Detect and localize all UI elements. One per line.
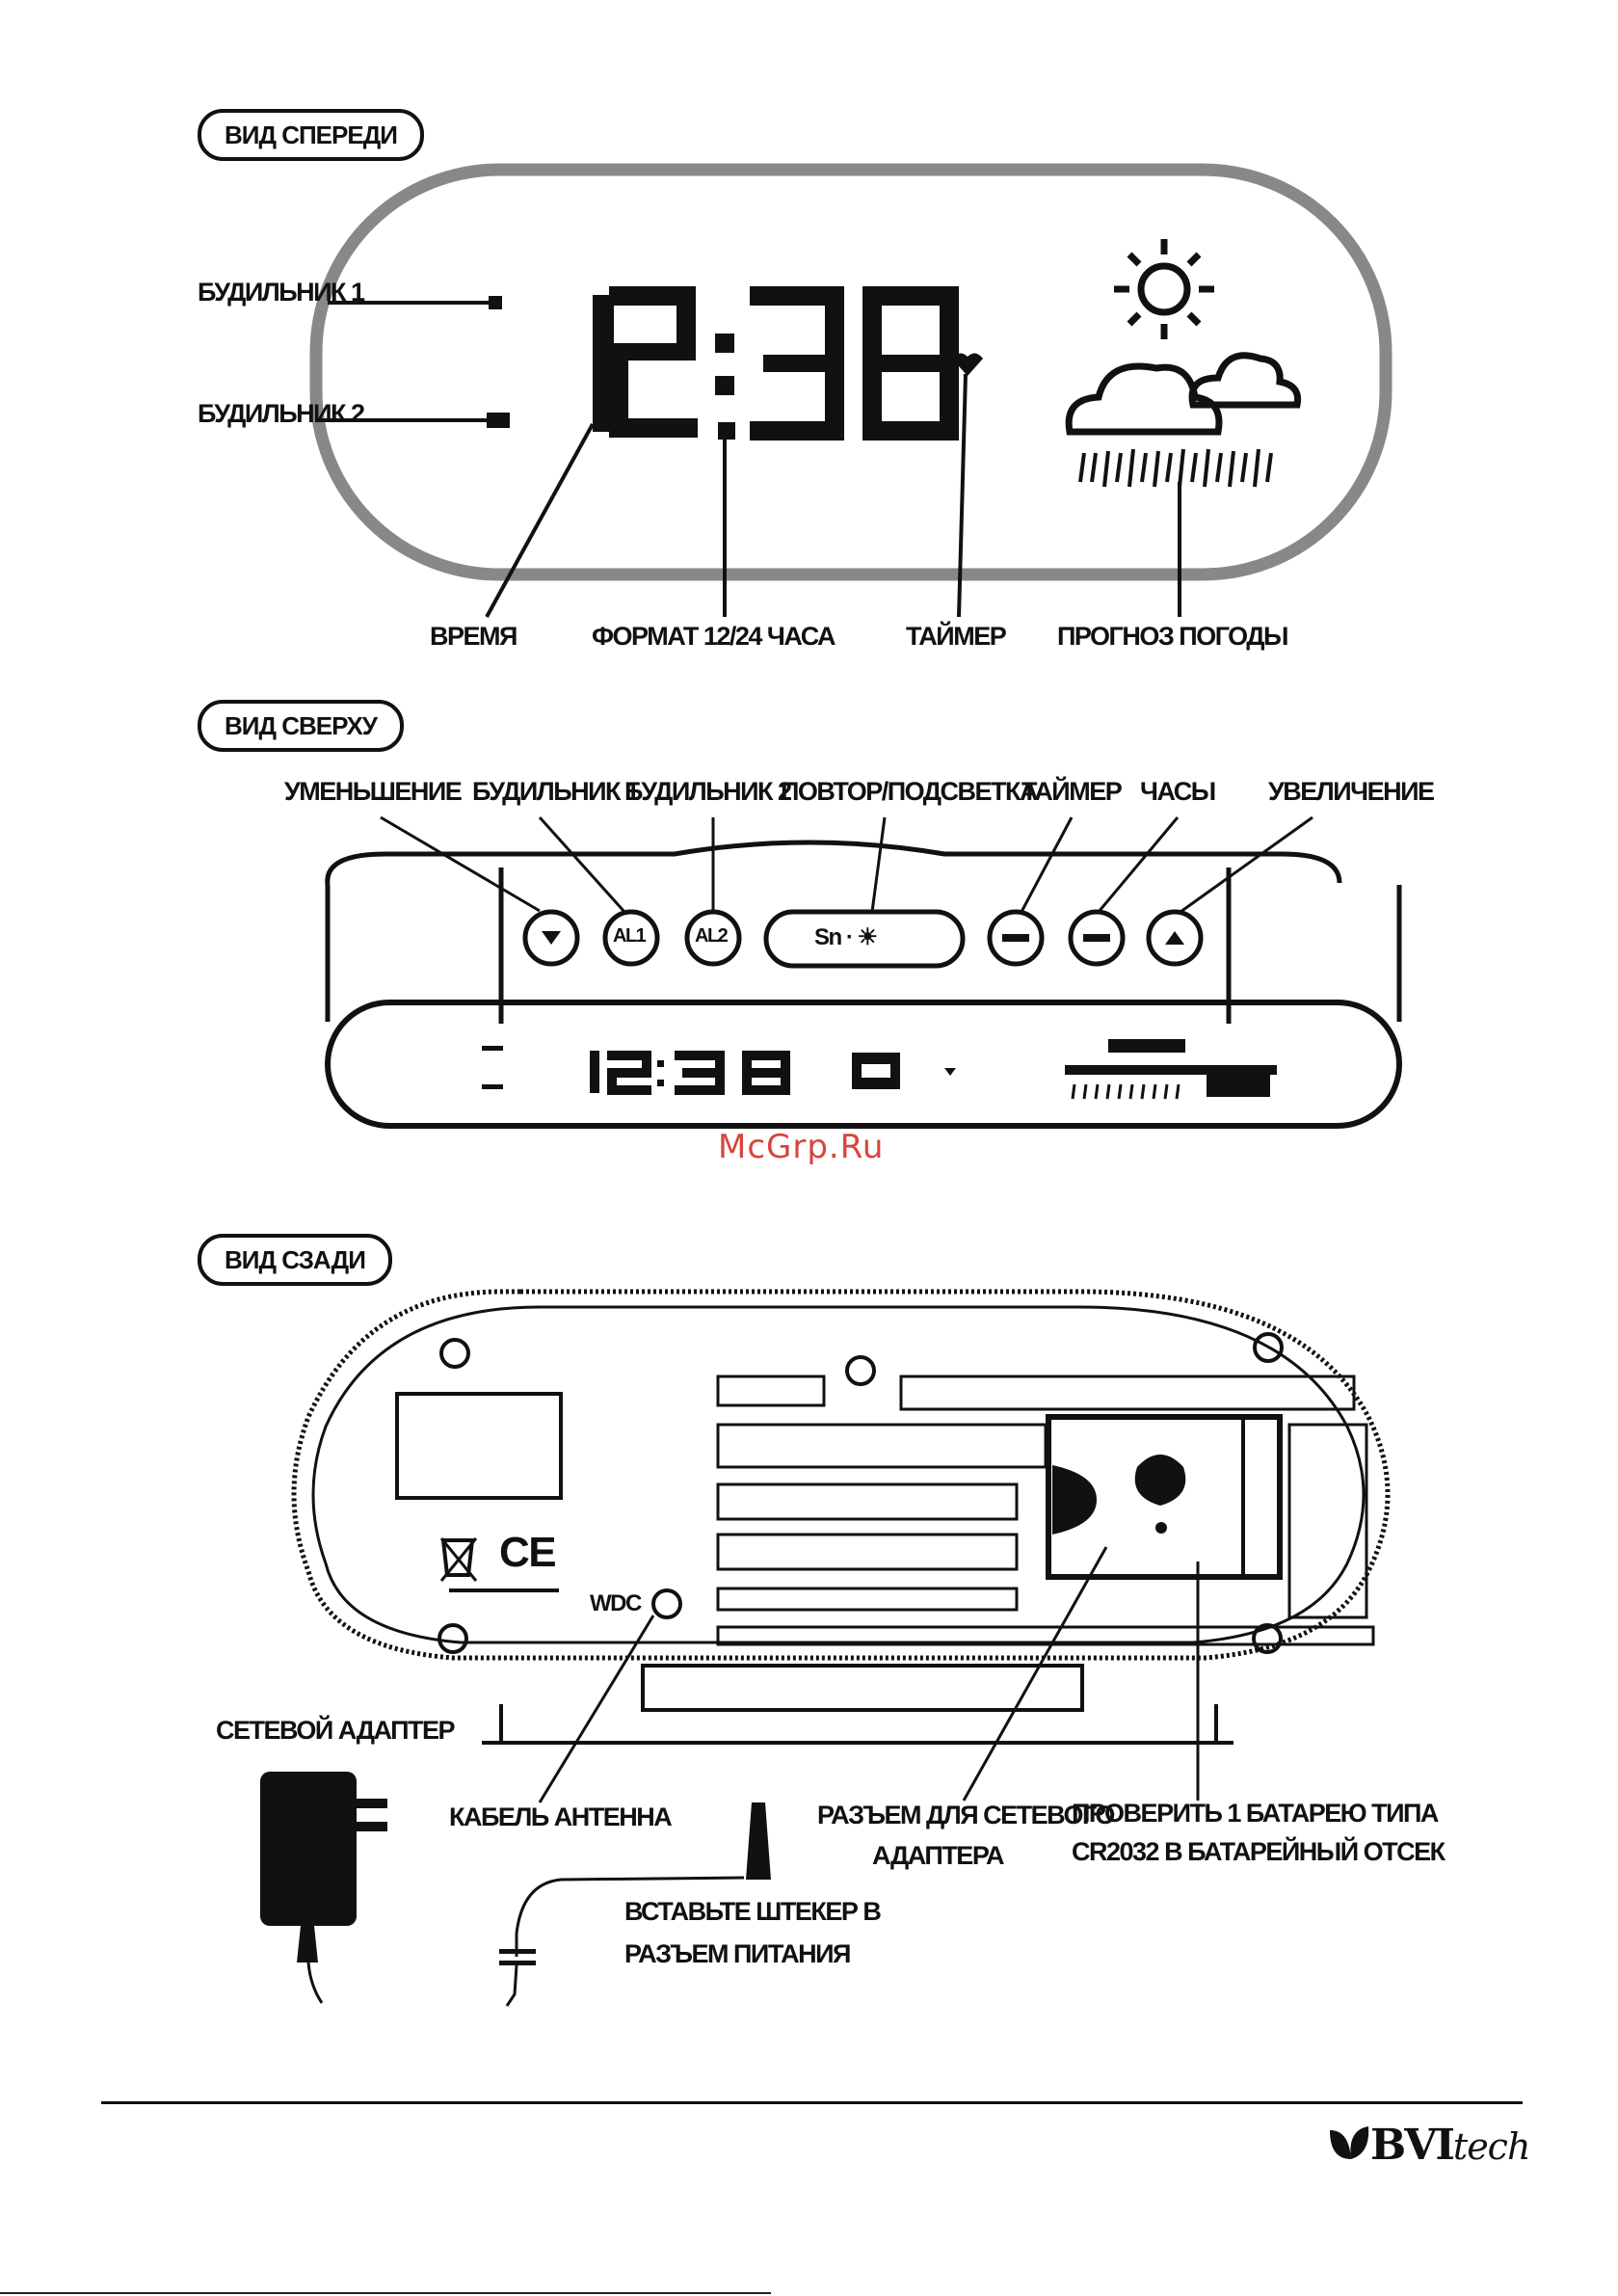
battery-notch xyxy=(1052,1465,1097,1535)
label-forecast: ПРОГНОЗ ПОГОДЫ xyxy=(1057,622,1288,651)
label-plug-2: РАЗЪЕМ ПИТАНИЯ xyxy=(624,1939,851,1968)
dc-plug-icon xyxy=(746,1802,771,1880)
logo-suffix: tech xyxy=(1452,2125,1531,2168)
label-alarm1-btn: БУДИЛЬНИК 1 xyxy=(472,777,640,806)
battery-latch xyxy=(1241,1415,1282,1579)
top-view-body xyxy=(325,840,1402,1129)
rain-icon xyxy=(1078,448,1273,488)
label-alarm1: БУДИЛЬНИК 1 xyxy=(198,278,365,307)
back-stand xyxy=(641,1664,1084,1712)
footer-rule xyxy=(101,2101,1523,2104)
section-tag-front: ВИД СПЕРЕДИ xyxy=(198,109,424,161)
label-adapter: СЕТЕВОЙ АДАПТЕР xyxy=(216,1716,456,1745)
top-display-rain xyxy=(1071,1083,1180,1100)
label-time: ВРЕМЯ xyxy=(430,622,517,651)
top-display-digits xyxy=(482,1039,1277,1097)
clock-button-icon xyxy=(1083,934,1110,942)
section-tag-back: ВИД СЗАДИ xyxy=(198,1234,392,1286)
watermark: McGrp.Ru xyxy=(718,1128,885,1166)
brand-logo: BVItech xyxy=(1320,2111,1532,2178)
alarm2-indicator-dot xyxy=(487,413,510,428)
time-digits xyxy=(593,286,959,441)
label-dc-jack-1: РАЗЪЕМ ДЛЯ СЕТЕВОГО xyxy=(817,1801,1115,1829)
alarm1-button: AL1 xyxy=(613,925,647,947)
ce-mark: CE xyxy=(499,1529,557,1576)
battery-polarity-icon xyxy=(1134,1455,1186,1506)
bottom-edge-line xyxy=(0,2292,771,2294)
cloud-left-icon xyxy=(1065,362,1223,436)
timer-button-outline xyxy=(987,909,1045,967)
label-antenna: КАБЕЛЬ АНТЕННА xyxy=(449,1802,673,1831)
timer-button-icon xyxy=(1002,934,1029,942)
back-screws xyxy=(438,1332,1284,1654)
dc-cable xyxy=(515,1876,745,1957)
cloud-right-icon xyxy=(1188,352,1302,409)
up-arrow-icon xyxy=(1165,931,1184,945)
label-alarm2-btn: БУДИЛЬНИК 2 xyxy=(624,777,792,806)
label-battery-2: CR2032 В БАТАРЕЙНЫЙ ОТСЕК xyxy=(1072,1837,1446,1866)
down-arrow-icon xyxy=(542,931,561,945)
label-timer-top: ТАЙМЕР xyxy=(1021,777,1123,806)
label-up: УВЕЛИЧЕНИЕ xyxy=(1268,777,1435,806)
label-down: УМЕНЬШЕНИЕ xyxy=(284,777,463,806)
down-button-outline xyxy=(522,909,580,967)
snooze-button: Sn · ☀ xyxy=(814,924,878,950)
antenna-socket xyxy=(651,1589,682,1619)
up-button-outline xyxy=(1146,909,1204,967)
label-alarm2: БУДИЛЬНИК 2 xyxy=(198,399,365,428)
front-body-outline xyxy=(309,163,1393,581)
power-adapter-icon xyxy=(260,1772,357,1926)
alarm1-button-outline xyxy=(602,909,660,967)
label-snooze: ПОВТОР/ПОДСВЕТКА xyxy=(781,777,1038,806)
alarm2-button: AL2 xyxy=(695,925,729,947)
clock-button-outline xyxy=(1068,909,1126,967)
back-callouts xyxy=(538,1546,1200,1803)
label-battery-1: ПРОВЕРИТЬ 1 БАТАРЕЮ ТИПА xyxy=(1072,1799,1439,1828)
logo-brand: BVI xyxy=(1370,2121,1455,2170)
back-vent-grid xyxy=(716,1375,1375,1646)
back-body-outline xyxy=(291,1289,1391,1661)
front-callouts xyxy=(485,373,1181,618)
label-plug-1: ВСТАВЬТЕ ШТЕКЕР В xyxy=(624,1897,882,1926)
top-buttons xyxy=(522,909,1204,969)
label-clock: ЧАСЫ xyxy=(1140,777,1216,806)
timer-indicator-icon xyxy=(952,353,983,376)
sun-icon xyxy=(1114,239,1214,339)
top-callouts xyxy=(380,815,1313,914)
weee-bin-icon xyxy=(440,1538,475,1577)
dc-mark: WDC xyxy=(590,1590,642,1616)
back-inner-outline xyxy=(311,1305,1366,1644)
label-format: ФОРМАТ 12/24 ЧАСА xyxy=(592,622,836,651)
alarm1-indicator-dot xyxy=(489,296,502,309)
section-tag-top: ВИД СВЕРХУ xyxy=(198,700,404,752)
leaf-icon xyxy=(1330,2126,1369,2159)
label-timer-front: ТАЙМЕР xyxy=(906,622,1007,651)
snooze-button-outline xyxy=(763,909,966,969)
back-label-plate xyxy=(395,1392,563,1500)
label-dc-jack-2: АДАПТЕРА xyxy=(872,1841,1004,1870)
